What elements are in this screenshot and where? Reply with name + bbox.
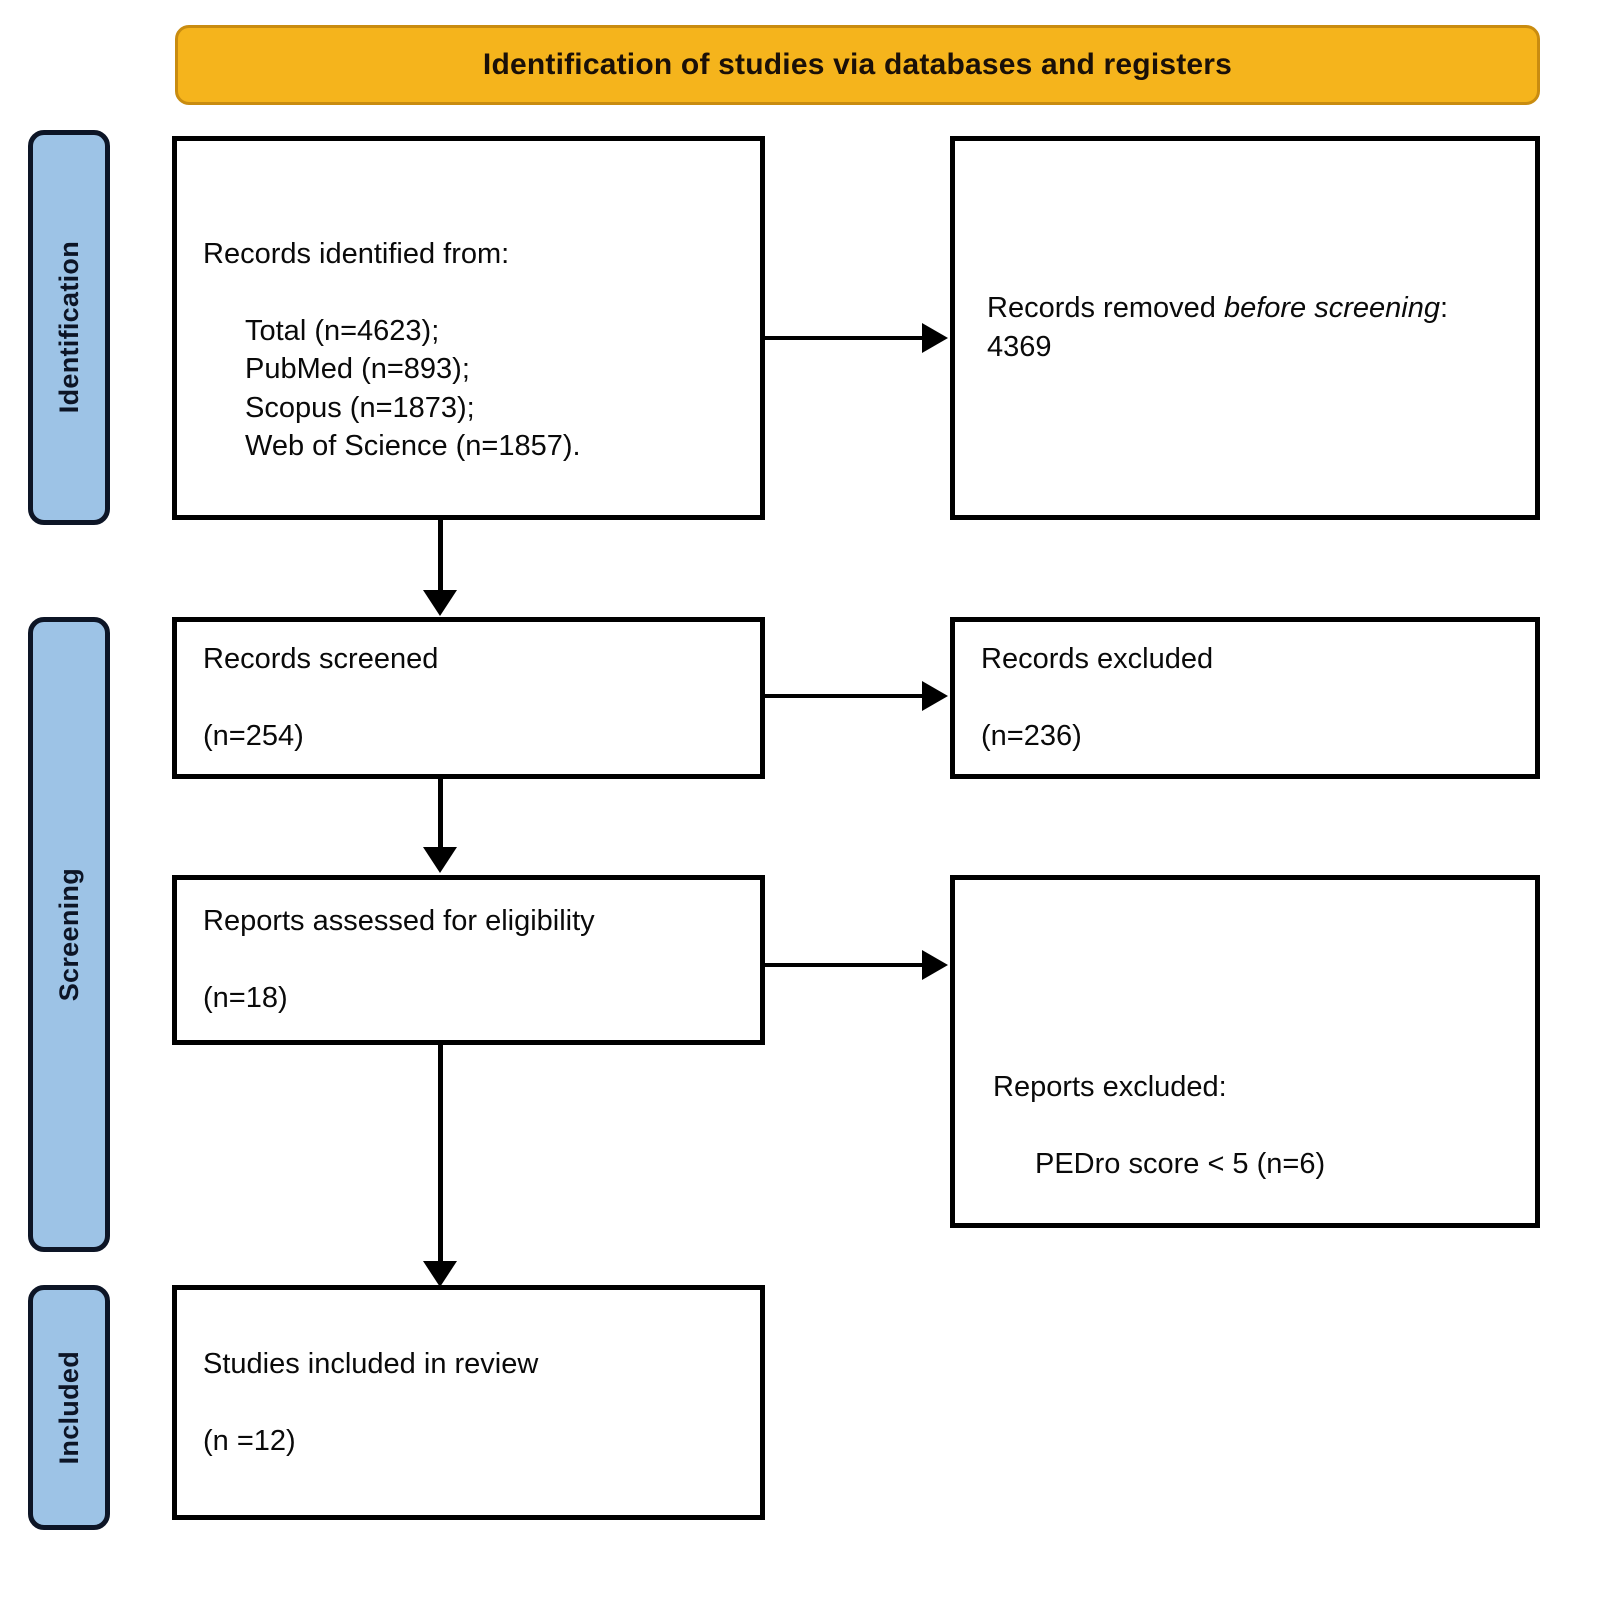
- records-removed-emphasis: before screening: [1223, 292, 1440, 325]
- arrow-down-icon-eligibility: [423, 847, 457, 873]
- stage-label-identification: Identification: [28, 130, 110, 525]
- arrow-right-icon-removed: [922, 323, 948, 353]
- reports-assessed-line-2: (n=18): [203, 982, 288, 1015]
- arrow-down-icon-screened: [423, 590, 457, 616]
- box-records-excluded-text: Records excluded (n=236): [955, 602, 1535, 795]
- connector-eligibility-to-included: [438, 1045, 443, 1263]
- studies-included-line-2: (n =12): [203, 1424, 296, 1457]
- records-excluded-line-2: (n=236): [981, 720, 1082, 753]
- box-reports-assessed-eligibility: Reports assessed for eligibility (n=18): [172, 875, 765, 1045]
- diagram-header-banner: Identification of studies via databases …: [175, 25, 1540, 105]
- box-records-identified: Records identified from: Total (n=4623);…: [172, 136, 765, 520]
- records-identified-line-2: Total (n=4623);: [245, 314, 440, 347]
- arrow-down-icon-included: [423, 1261, 457, 1287]
- box-studies-included: Studies included in review (n =12): [172, 1285, 765, 1520]
- diagram-title: Identification of studies via databases …: [482, 48, 1233, 81]
- connector-identified-to-screened: [438, 520, 443, 592]
- stage-included-text: Included: [53, 1350, 84, 1465]
- records-identified-line-3: PubMed (n=893);: [245, 353, 470, 386]
- records-removed-suffix: : 4369: [987, 292, 1449, 363]
- stage-screening-text: Screening: [53, 867, 84, 1002]
- reports-excluded-line-2: PEDro score < 5 (n=6): [1035, 1148, 1326, 1181]
- stage-label-screening: Screening: [28, 617, 110, 1252]
- connector-eligibility-to-reports-excluded: [765, 963, 927, 967]
- records-identified-line-4: Scopus (n=1873);: [245, 391, 475, 424]
- box-reports-assessed-text: Reports assessed for eligibility (n=18): [177, 864, 760, 1057]
- connector-identified-to-removed: [765, 336, 927, 340]
- box-records-screened: Records screened (n=254): [172, 617, 765, 779]
- box-records-screened-text: Records screened (n=254): [177, 602, 760, 795]
- stage-label-included: Included: [28, 1285, 110, 1530]
- studies-included-line-1: Studies included in review: [203, 1347, 539, 1380]
- reports-assessed-line-1: Reports assessed for eligibility: [203, 905, 595, 938]
- box-records-excluded: Records excluded (n=236): [950, 617, 1540, 779]
- records-screened-line-2: (n=254): [203, 720, 304, 753]
- box-studies-included-text: Studies included in review (n =12): [177, 1306, 760, 1499]
- records-identified-line-5: Web of Science (n=1857).: [245, 430, 581, 463]
- box-reports-excluded-text: Reports excluded: PEDro score < 5 (n=6): [955, 919, 1535, 1183]
- arrow-right-icon-reports-excluded: [922, 950, 948, 980]
- box-records-identified-text: Records identified from: Total (n=4623);…: [177, 190, 760, 466]
- connector-screened-to-excluded: [765, 694, 927, 698]
- records-screened-line-1: Records screened: [203, 643, 439, 676]
- box-records-removed-text: Records removed before screening: 4369: [955, 289, 1535, 366]
- stage-identification-text: Identification: [53, 241, 84, 414]
- arrow-right-icon-records-excluded: [922, 681, 948, 711]
- records-identified-line-1: Records identified from:: [203, 237, 510, 270]
- records-excluded-line-1: Records excluded: [981, 643, 1214, 676]
- connector-screened-to-eligibility: [438, 779, 443, 849]
- box-records-removed: Records removed before screening: 4369: [950, 136, 1540, 520]
- box-reports-excluded: Reports excluded: PEDro score < 5 (n=6): [950, 875, 1540, 1228]
- records-removed-prefix: Records removed: [987, 292, 1224, 325]
- reports-excluded-line-1: Reports excluded:: [993, 1070, 1227, 1103]
